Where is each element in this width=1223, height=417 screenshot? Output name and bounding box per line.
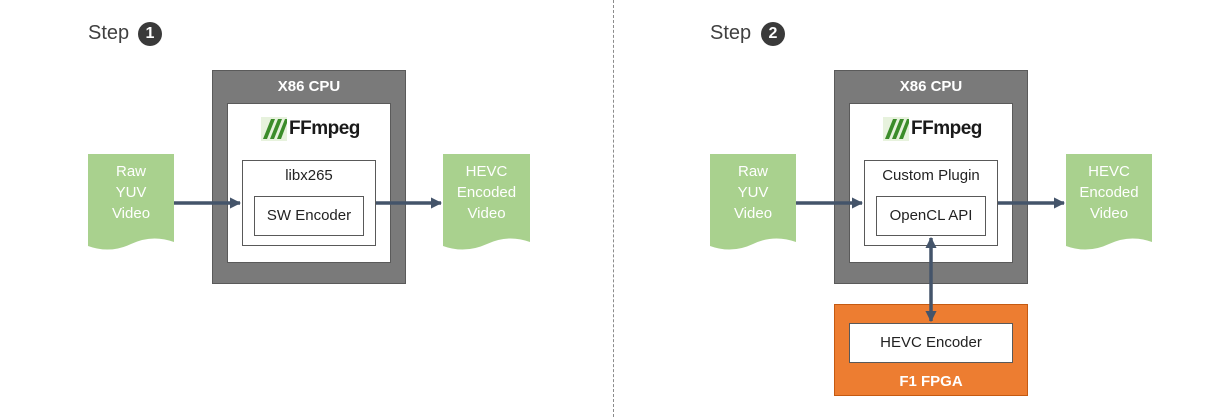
step2-label: Step: [710, 22, 752, 44]
step1-libx265-title: libx265: [285, 167, 333, 184]
step2-opencl-api: OpenCL API: [876, 196, 986, 236]
step1-sw-encoder: SW Encoder: [254, 196, 364, 236]
ffmpeg-logo-text: FFmpeg: [289, 118, 360, 139]
step2-fpga-title: F1 FPGA: [899, 373, 963, 390]
step1-label: Step: [88, 22, 130, 44]
step2-hevc-encoder: HEVC Encoder: [849, 323, 1013, 363]
step2-badge: 2: [761, 22, 785, 46]
step1-ffmpeg-logo: FFmpeg: [261, 116, 360, 142]
step1-badge: 1: [138, 22, 162, 46]
step2-output-doc-shape: [1066, 154, 1152, 250]
step1-input-doc-shape: [88, 154, 174, 250]
ffmpeg-logo-icon: [261, 117, 287, 141]
step2-input-doc-shape: [710, 154, 796, 250]
step1-output-doc-shape: [443, 154, 530, 250]
step2-ffmpeg-logo: FFmpeg: [883, 116, 982, 142]
ffmpeg-logo-icon: [883, 117, 909, 141]
step1-cpu-title: X86 CPU: [277, 78, 341, 95]
step2-plugin-title: Custom Plugin: [882, 167, 980, 184]
step2-cpu-title: X86 CPU: [899, 78, 963, 95]
ffmpeg-logo-text: FFmpeg: [911, 118, 982, 139]
step-divider: [613, 0, 614, 417]
